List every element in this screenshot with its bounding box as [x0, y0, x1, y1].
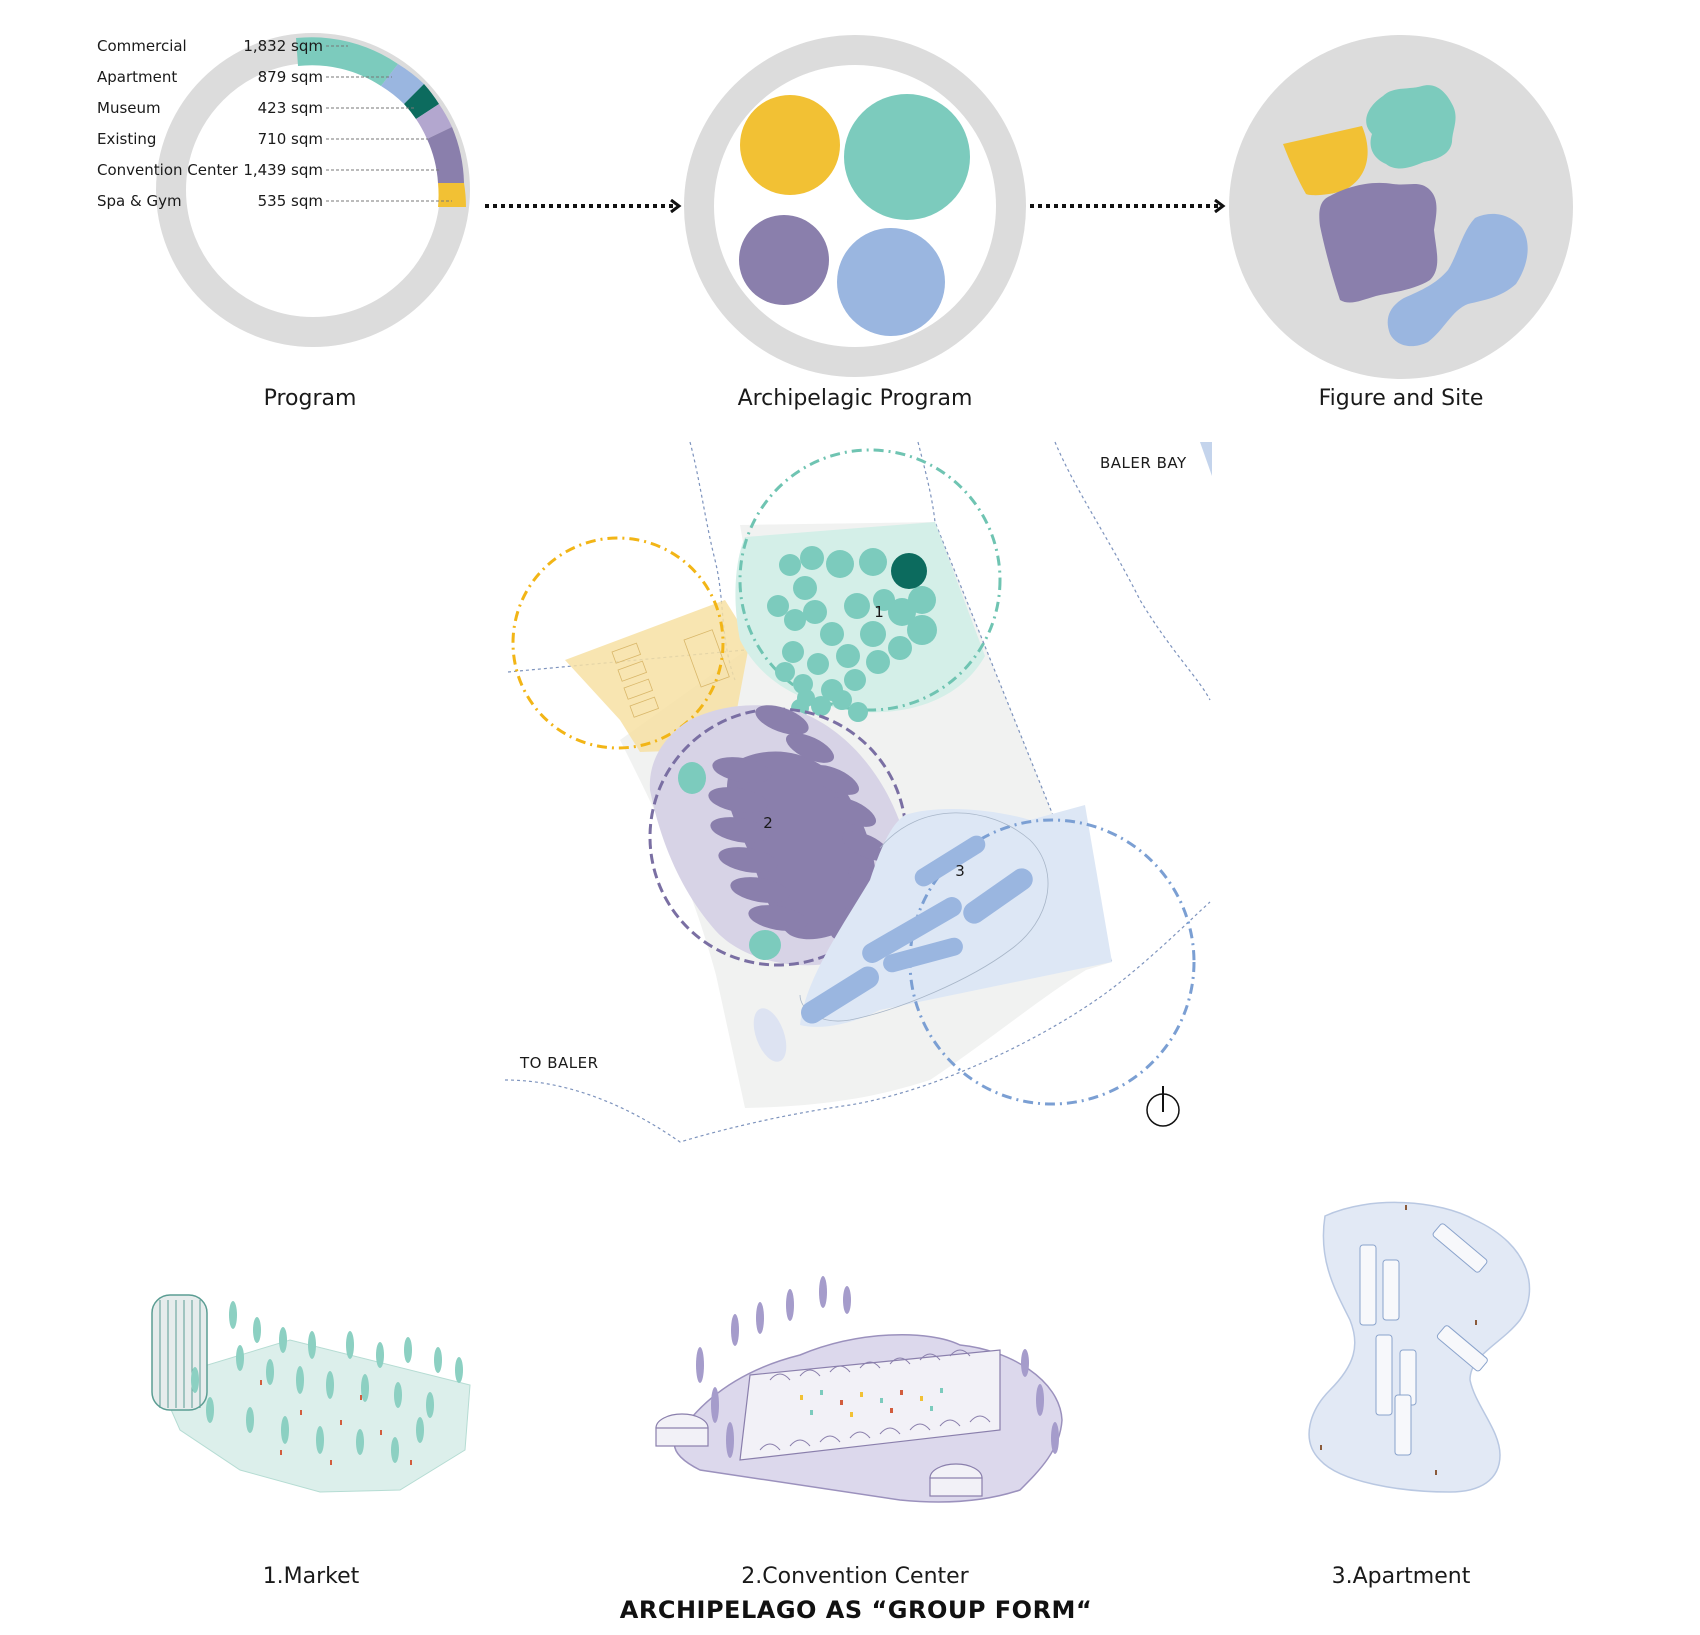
bubble-purple [739, 215, 829, 305]
legend-name: Existing [97, 130, 156, 148]
legend-name: Convention Center [97, 161, 239, 179]
convention-perspective: 2.Convention Center [655, 1276, 1063, 1589]
market-dots [767, 546, 937, 722]
site-pond [753, 1008, 787, 1062]
market-perspective: 1.Market [151, 1294, 471, 1589]
caption-convention: 2.Convention Center [741, 1564, 969, 1589]
convention-crowd [800, 1388, 943, 1417]
zone-number-1: 1 [874, 603, 884, 621]
road-line [917, 441, 1113, 963]
legend-name: Apartment [97, 68, 177, 86]
zone-circle-teal [738, 448, 1002, 712]
zone-yellow-outlines [611, 629, 730, 718]
apartment-bars [801, 835, 1033, 1024]
zone-number-3: 3 [955, 862, 965, 880]
convention-hall [739, 1349, 1001, 1461]
figure-purple-shape [1319, 182, 1438, 303]
road-line [504, 901, 1211, 1143]
site-plan: 1 2 [504, 441, 1212, 1143]
zone-number-2: 2 [763, 814, 773, 832]
convention-arches [759, 1349, 991, 1451]
figure-blue-shape [1387, 213, 1528, 347]
museum-dot [891, 553, 927, 589]
apartment-people [1320, 1205, 1477, 1475]
bubble-teal [844, 94, 970, 220]
zone-yellow-fill [565, 600, 750, 752]
north-arrow-icon [1146, 1086, 1180, 1127]
apartment-platform [1308, 1201, 1531, 1493]
arc-existing [416, 104, 452, 139]
caption-archipelagic: Archipelagic Program [738, 386, 973, 411]
caption-program: Program [264, 386, 357, 411]
caption-apartment: 3.Apartment [1332, 1564, 1471, 1589]
zone-purple-teal-dot [749, 930, 781, 960]
apartment-blocks [1359, 1223, 1488, 1456]
legend-name: Museum [97, 99, 161, 117]
market-people [260, 1380, 412, 1465]
legend-area: 1,439 sqm [243, 161, 323, 179]
bubble-yellow [740, 95, 840, 195]
legend-area: 879 sqm [258, 68, 323, 86]
legend-row: Spa & Gym 535 sqm [97, 192, 452, 210]
legend-row: Convention Center 1,439 sqm [97, 161, 440, 179]
legend-area: 423 sqm [258, 99, 323, 117]
label-baler-bay: BALER BAY [1100, 454, 1187, 472]
market-trees [191, 1301, 463, 1463]
arc-apartment [381, 64, 424, 104]
figure-teal-shape [1366, 85, 1456, 169]
legend-name: Commercial [97, 37, 187, 55]
program-diagram: Commercial 1,832 sqm Apartment 879 sqm M… [97, 33, 470, 411]
convention-rotunda [655, 1413, 983, 1497]
zone-circle-yellow [511, 536, 725, 750]
arc-convention [427, 127, 464, 183]
archipelagic-ring [684, 35, 1026, 377]
zone-purple-teal-dot [678, 762, 706, 794]
market-tower-lines [159, 1300, 201, 1408]
arc-spa [438, 183, 466, 207]
arc-museum [404, 84, 439, 119]
convention-columns [696, 1276, 1059, 1458]
apartment-perspective: 3.Apartment [1308, 1201, 1531, 1589]
legend-area: 710 sqm [258, 130, 323, 148]
caption-figure: Figure and Site [1319, 386, 1484, 411]
legend-row: Apartment 879 sqm [97, 68, 392, 86]
zone-blue-outline [799, 812, 1049, 1022]
legend-row: Existing 710 sqm [97, 130, 428, 148]
label-to-baler: TO BALER [519, 1054, 599, 1072]
road-line [1054, 441, 1211, 701]
legend-area: 1,832 sqm [243, 37, 323, 55]
legend-name: Spa & Gym [97, 192, 182, 210]
caption-market: 1.Market [263, 1564, 360, 1589]
legend-row: Commercial 1,832 sqm [97, 37, 348, 55]
legend-row: Museum 423 sqm [97, 99, 415, 117]
figure-yellow-shape [1283, 126, 1368, 196]
figure-diagram: Figure and Site [1229, 35, 1573, 411]
convention-blobs [708, 705, 897, 940]
archipelagic-diagram: Archipelagic Program [684, 35, 1026, 411]
page-title: ARCHIPELAGO AS “GROUP FORM“ [620, 1596, 1092, 1624]
arc-commercial [296, 37, 398, 86]
bubble-blue [837, 228, 945, 336]
legend-area: 535 sqm [258, 192, 323, 210]
baler-bay-marker [1200, 442, 1212, 476]
